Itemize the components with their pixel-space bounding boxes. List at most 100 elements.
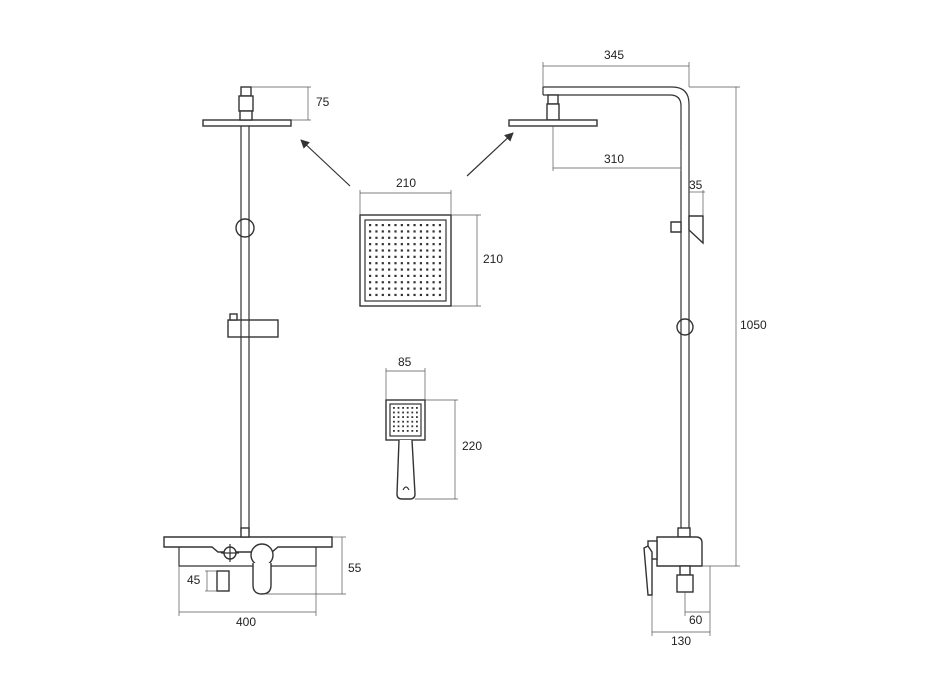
head-nozzle [369,281,372,284]
head-detail-inner [364,219,447,302]
head-nozzle [426,224,429,227]
hand-nozzle [397,425,400,428]
head-nozzle [394,230,397,233]
hand-shower-head [385,399,426,441]
front-dimensions: 75 55 45 400 [178,86,362,629]
head-nozzle [413,268,416,271]
hand-nozzle [406,416,409,418]
head-nozzle [426,255,429,258]
head-nozzle [419,255,422,258]
head-nozzle [381,274,384,277]
head-nozzle [432,249,435,252]
head-nozzle [400,281,403,284]
hand-nozzle [416,411,418,414]
head-nozzle [381,236,384,239]
head-nozzle [375,255,378,258]
head-nozzle [407,281,410,284]
hand-nozzle [393,430,395,432]
hand-nozzle [411,430,414,432]
head-nozzle [394,274,397,277]
front-lever-handle [252,563,272,595]
hand-nozzle [393,411,395,414]
head-nozzle [388,287,391,290]
head-nozzle [394,293,397,297]
hand-nozzle [416,407,418,409]
head-nozzle [413,281,416,284]
head-nozzle [400,287,403,290]
head-nozzle [413,224,416,227]
head-nozzle [419,287,422,290]
side-slider-knob [676,318,694,336]
head-nozzle [438,230,442,233]
side-arm-inner [543,94,682,533]
hand-nozzle [406,420,409,423]
head-nozzle [381,281,384,284]
front-view [163,86,333,595]
head-detail-outer [359,214,452,307]
head-nozzle [369,230,372,233]
head-nozzle [438,293,442,297]
head-nozzle [438,274,442,277]
head-nozzle [407,224,410,227]
front-outlet-spout [216,570,230,592]
head-nozzle [407,287,410,290]
head-nozzle [438,281,442,284]
head-nozzle [426,274,429,277]
head-nozzle [438,287,442,290]
hand-nozzle [397,430,400,432]
head-nozzle [419,236,422,239]
hand-nozzle [402,416,404,418]
head-nozzle [419,293,422,297]
head-nozzle [413,262,416,265]
head-nozzle [407,274,410,277]
head-nozzle [375,243,378,246]
head-nozzle [369,224,372,227]
head-nozzle [400,262,403,265]
head-nozzle [381,262,384,265]
hand-nozzle [411,425,414,428]
head-nozzle [419,268,422,271]
head-detail: 210 210 [359,176,503,307]
side-outlet-top [679,565,691,576]
head-nozzle [438,249,442,252]
head-nozzle [381,255,384,258]
head-nozzle [438,243,442,246]
hand-nozzle [406,430,409,432]
head-nozzle [426,249,429,252]
head-nozzle [413,230,416,233]
dim-head-height: 210 [483,252,503,266]
head-nozzle [388,262,391,265]
head-nozzle [413,236,416,239]
head-nozzle [369,268,372,271]
head-nozzle [375,274,378,277]
head-nozzle [375,262,378,265]
head-nozzle [400,249,403,252]
head-nozzle [407,293,410,297]
head-nozzle [388,243,391,246]
front-hand-holder [227,319,279,338]
hand-nozzle [411,416,414,418]
dim-side-outlet-offset: 60 [689,613,703,627]
head-nozzle [388,274,391,277]
head-nozzle [381,268,384,271]
head-nozzle [388,293,391,297]
hand-nozzle [397,416,400,418]
head-nozzle [388,268,391,271]
head-nozzle [394,268,397,271]
head-nozzle [413,293,416,297]
hand-nozzle [402,420,404,423]
hand-nozzle [406,411,409,414]
front-shelf [163,536,333,553]
front-head-neck [239,110,253,121]
head-nozzle [394,236,397,239]
hand-nozzle-grid [393,407,418,432]
head-nozzle [438,236,442,239]
head-nozzle [369,243,372,246]
dim-side-arm-total: 345 [604,48,624,62]
arrow-to-side-head [466,132,514,177]
front-head-connector-top [240,86,252,97]
head-nozzle [407,262,410,265]
head-nozzle [381,243,384,246]
head-nozzle [407,236,410,239]
front-lever-hub [250,543,274,567]
